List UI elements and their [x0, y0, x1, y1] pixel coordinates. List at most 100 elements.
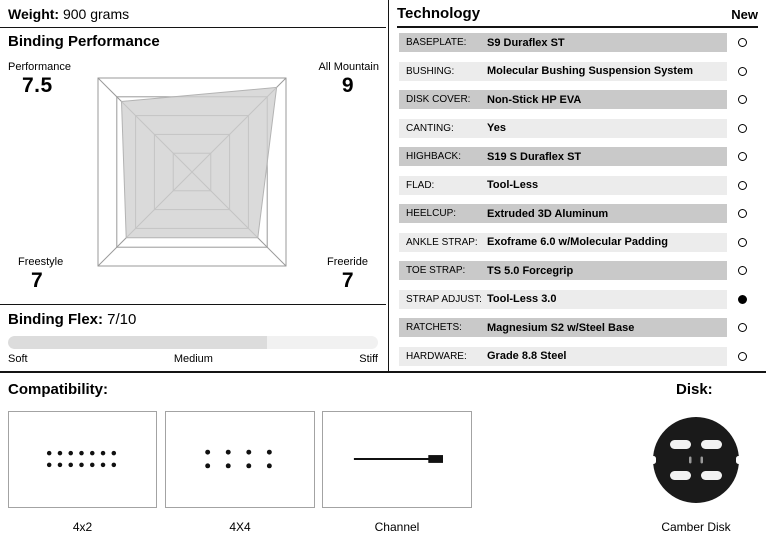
- tech-row: BASEPLATE: S9 Duraflex ST: [399, 33, 751, 52]
- binding-flex-label: Binding Flex:: [8, 311, 103, 328]
- flex-scale-soft: Soft: [8, 353, 28, 365]
- new-indicator-empty-icon: [738, 152, 747, 161]
- tech-row-bar: BASEPLATE: S9 Duraflex ST: [399, 33, 727, 52]
- radar-axis-value-freestyle: 7: [31, 269, 44, 292]
- new-indicator-empty-icon: [738, 66, 747, 76]
- flex-scale-stiff: Stiff: [359, 353, 378, 365]
- disk-title: Disk:: [676, 381, 713, 398]
- tech-row: TOE STRAP: TS 5.0 Forcegrip: [399, 261, 751, 280]
- compat-label-4x2: 4x2: [72, 520, 93, 534]
- binding-flex-value: 7/10: [107, 311, 137, 328]
- tech-row-value: Tool-Less 3.0: [487, 293, 557, 305]
- new-indicator-empty-icon: [738, 38, 747, 47]
- tech-row-bar: HARDWARE: Grade 8.8 Steel: [399, 346, 727, 366]
- insert-pattern-4x4-icon: [205, 449, 272, 469]
- insert-pattern-4x2-icon: [46, 450, 117, 468]
- tech-row: DISK COVER: Non-Stick HP EVA: [399, 90, 751, 109]
- tech-row-label: STRAP ADJUST:: [406, 293, 482, 305]
- tech-row: RATCHETS: Magnesium S2 w/Steel Base: [399, 318, 751, 337]
- tech-row-bar: HEELCUP: Extruded 3D Aluminum: [399, 204, 727, 223]
- tech-row-value: S9 Duraflex ST: [487, 36, 565, 49]
- tech-row: STRAP ADJUST: Tool-Less 3.0: [399, 289, 751, 309]
- radar-axis-value-performance: 7.5: [22, 74, 53, 97]
- camber-disk-image: [651, 417, 741, 503]
- tech-row-bar: RATCHETS: Magnesium S2 w/Steel Base: [399, 318, 727, 337]
- tech-row: BUSHING: Molecular Bushing Suspension Sys…: [399, 61, 751, 81]
- radar-axis-label-freeride: Freeride: [327, 256, 368, 268]
- tech-row: CANTING: Yes: [399, 118, 751, 138]
- tech-row-value: Non-Stick HP EVA: [487, 93, 582, 106]
- tech-row-value: Grade 8.8 Steel: [487, 350, 567, 362]
- tech-row-bar: DISK COVER: Non-Stick HP EVA: [399, 90, 727, 109]
- binding-performance-title: Binding Performance: [8, 33, 160, 50]
- tech-row-label: FLAD:: [406, 179, 435, 191]
- column-divider: [388, 0, 389, 372]
- tech-row-value: Tool-Less: [487, 179, 539, 191]
- tech-row-label: RATCHETS:: [406, 322, 462, 333]
- tech-row-value: TS 5.0 Forcegrip: [487, 264, 574, 277]
- tech-row-label: HARDWARE:: [406, 350, 467, 362]
- radar-axis-value-all-mountain: 9: [341, 74, 354, 97]
- new-indicator-filled-icon: [738, 294, 747, 304]
- tech-row-label: HIGHBACK:: [406, 151, 462, 162]
- tech-row-value: Molecular Bushing Suspension System: [487, 65, 693, 77]
- weight-label: Weight:: [8, 6, 60, 22]
- radar-axis-value-freeride: 7: [341, 269, 354, 292]
- radar-chart: [97, 77, 287, 267]
- new-indicator-empty-icon: [738, 209, 747, 218]
- tech-row-bar: BUSHING: Molecular Bushing Suspension Sys…: [399, 61, 727, 81]
- insert-pattern-channel-icon: [353, 455, 443, 463]
- compat-box-4x4: [165, 411, 315, 508]
- weight-value: 900 grams: [62, 6, 130, 22]
- divider-above-flex: [0, 304, 386, 305]
- tech-row-label: ANKLE STRAP:: [406, 236, 478, 248]
- divider-under-weight: [0, 27, 386, 28]
- radar-axis-label-freestyle: Freestyle: [18, 256, 64, 268]
- new-column-header: New: [731, 7, 758, 22]
- disk-label: Camber Disk: [661, 520, 731, 534]
- tech-row: HIGHBACK: S19 S Duraflex ST: [399, 147, 751, 166]
- tech-row-label: TOE STRAP:: [406, 265, 466, 276]
- tech-row-label: DISK COVER:: [406, 94, 471, 105]
- compat-label-4x4: 4X4: [229, 520, 251, 534]
- tech-row-label: BASEPLATE:: [406, 37, 467, 48]
- compat-label-channel: Channel: [374, 520, 420, 534]
- new-indicator-empty-icon: [738, 323, 747, 332]
- radar-axis-label-all-mountain: All Mountain: [318, 61, 379, 73]
- tech-row: FLAD: Tool-Less: [399, 175, 751, 195]
- technology-title: Technology: [397, 5, 481, 22]
- new-indicator-empty-icon: [738, 95, 747, 104]
- radar-axis-label-performance: Performance: [8, 61, 71, 73]
- new-indicator-empty-icon: [738, 180, 747, 190]
- tech-row: HEELCUP: Extruded 3D Aluminum: [399, 204, 751, 223]
- binding-flex-title: Binding Flex: 7/10: [8, 311, 136, 328]
- tech-row-value: Magnesium S2 w/Steel Base: [487, 321, 635, 334]
- tech-row-label: HEELCUP:: [406, 208, 457, 219]
- tech-row: HARDWARE: Grade 8.8 Steel: [399, 346, 751, 366]
- technology-table: BASEPLATE: S9 Duraflex ST BUSHING: Molecula…: [399, 33, 751, 375]
- tech-row-label: CANTING:: [406, 122, 454, 134]
- tech-row-value: S19 S Duraflex ST: [487, 150, 582, 163]
- tech-row-bar: CANTING: Yes: [399, 118, 727, 138]
- tech-row-value: Yes: [487, 122, 506, 134]
- tech-row-bar: TOE STRAP: TS 5.0 Forcegrip: [399, 261, 727, 280]
- flex-bar-fill: [8, 336, 267, 349]
- new-indicator-empty-icon: [738, 123, 747, 133]
- tech-row: ANKLE STRAP: Exoframe 6.0 w/Molecular Pad…: [399, 232, 751, 252]
- tech-row-label: BUSHING:: [406, 65, 455, 77]
- compat-box-channel: [322, 411, 472, 508]
- new-indicator-empty-icon: [738, 237, 747, 247]
- bottom-section-divider: [0, 371, 766, 373]
- tech-row-value: Exoframe 6.0 w/Molecular Padding: [487, 236, 668, 248]
- tech-row-bar: FLAD: Tool-Less: [399, 175, 727, 195]
- new-indicator-empty-icon: [738, 266, 747, 275]
- new-indicator-empty-icon: [738, 351, 747, 361]
- compat-box-4x2: [8, 411, 157, 508]
- tech-row-value: Extruded 3D Aluminum: [487, 207, 609, 220]
- tech-row-bar: STRAP ADJUST: Tool-Less 3.0: [399, 289, 727, 309]
- flex-bar-track: [8, 336, 378, 349]
- compatibility-title: Compatibility:: [8, 381, 108, 398]
- tech-row-bar: HIGHBACK: S19 S Duraflex ST: [399, 147, 727, 166]
- flex-scale-medium: Medium: [173, 353, 213, 365]
